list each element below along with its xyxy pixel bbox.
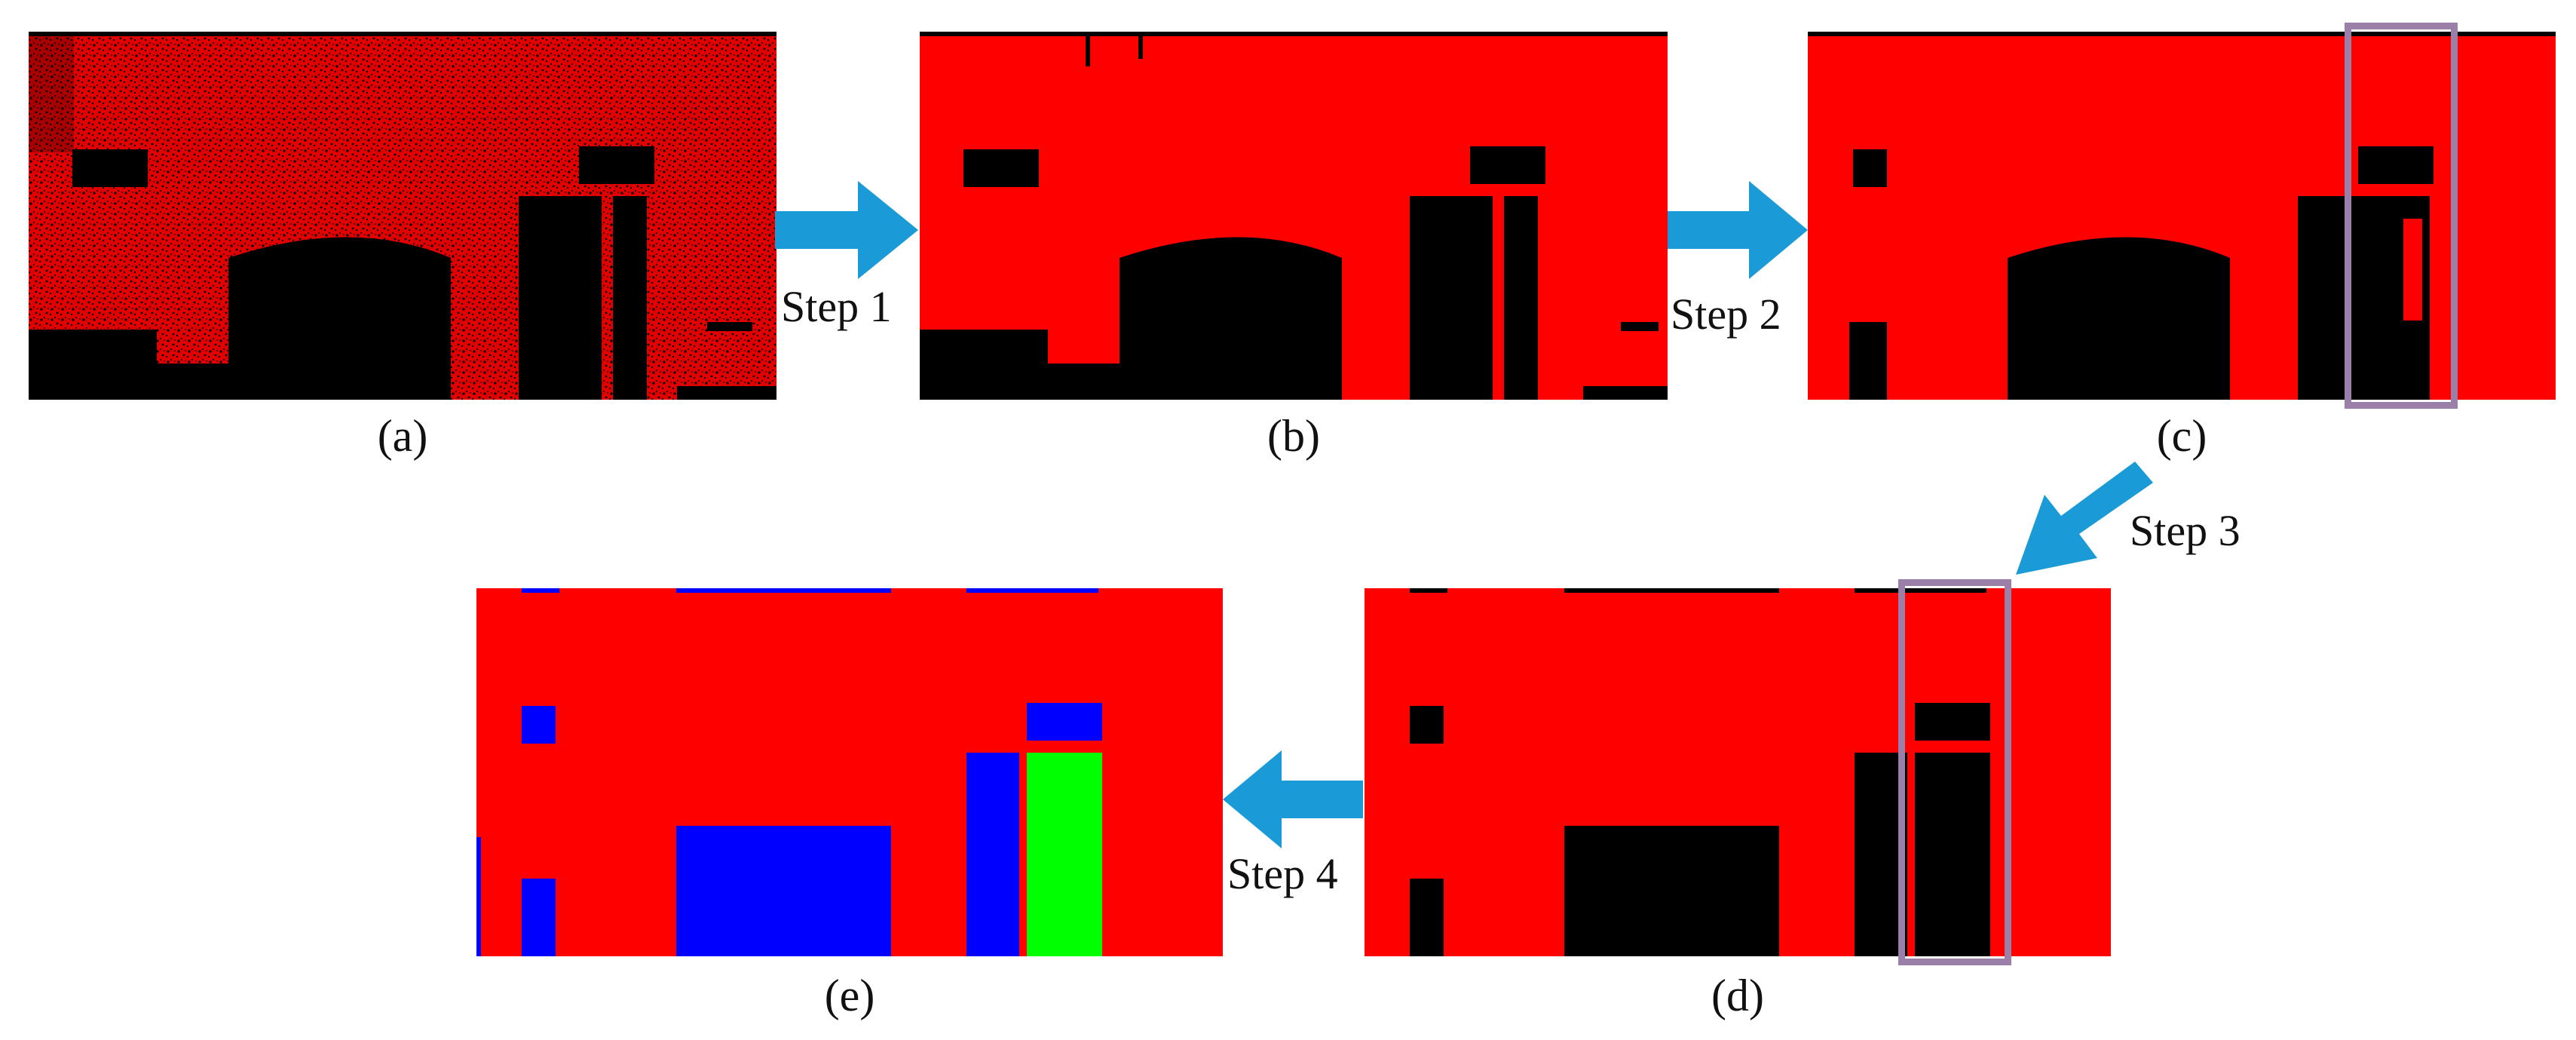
step-2-arrow bbox=[1668, 181, 1808, 279]
step-4-label: Step 4 bbox=[1227, 849, 1338, 898]
panel-c-image bbox=[1808, 32, 2556, 400]
highlight-box-c bbox=[2345, 23, 2458, 409]
caption-b: (b) bbox=[1267, 411, 1320, 461]
step-1-label: Step 1 bbox=[781, 282, 892, 331]
step-3-arrow bbox=[2005, 451, 2156, 579]
panel-d-image bbox=[1365, 588, 2111, 956]
caption-e: (e) bbox=[824, 971, 875, 1020]
step-4-arrow bbox=[1223, 750, 1363, 848]
caption-c: (c) bbox=[2156, 411, 2207, 461]
highlight-box-d bbox=[1898, 579, 2011, 965]
step-1-arrow bbox=[775, 181, 918, 279]
caption-d: (d) bbox=[1711, 971, 1764, 1020]
step-3-label: Step 3 bbox=[2130, 506, 2241, 555]
panel-a-image bbox=[29, 32, 776, 400]
step-2-label: Step 2 bbox=[1671, 290, 1781, 339]
panel-b-image bbox=[920, 32, 1668, 400]
panel-e-image bbox=[476, 588, 1223, 956]
caption-a: (a) bbox=[377, 411, 428, 461]
